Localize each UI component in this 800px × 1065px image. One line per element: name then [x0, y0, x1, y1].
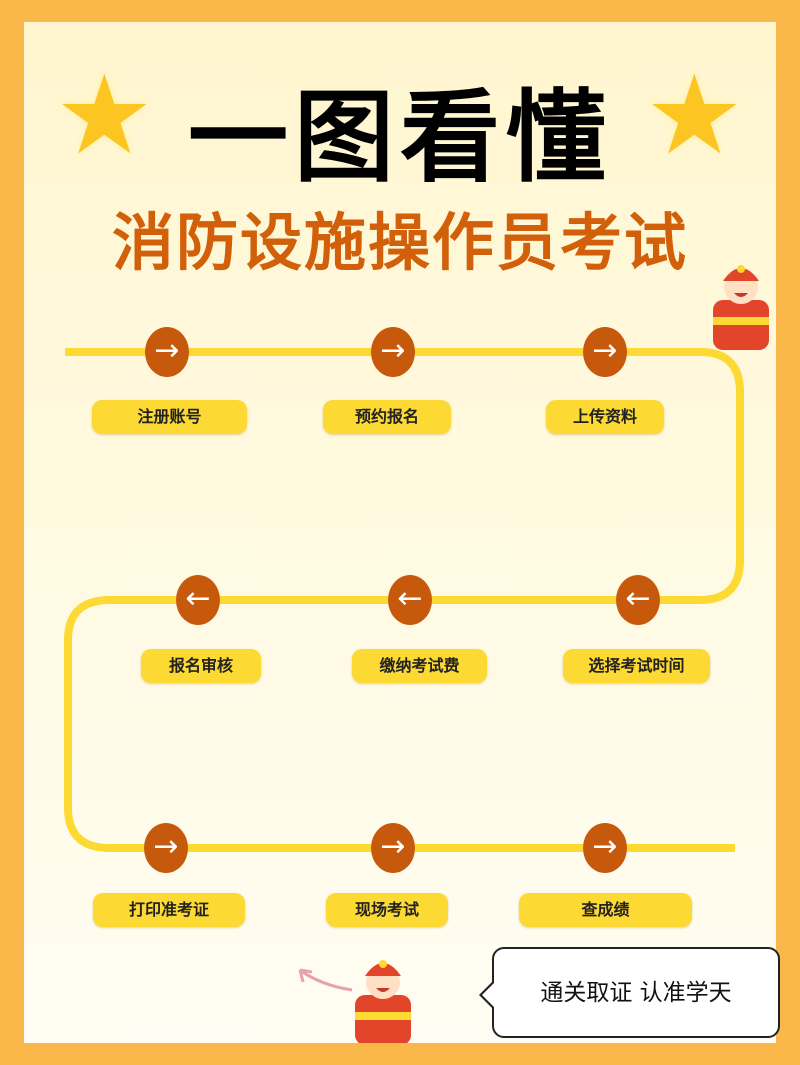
star-icon: ★ — [645, 51, 744, 179]
step-label: 查成绩 — [519, 893, 692, 927]
step-label: 缴纳考试费 — [352, 649, 487, 683]
firefighter-mascot — [355, 960, 411, 1043]
main-title: 一图看懂 — [188, 79, 612, 196]
step-label: 预约报名 — [323, 400, 451, 434]
arrow-left-icon: ← — [616, 575, 660, 625]
step-label: 报名审核 — [141, 649, 261, 683]
step-label: 上传资料 — [546, 400, 664, 434]
speech-bubble: 通关取证 认准学天 — [479, 947, 780, 1038]
star-icon: ★ — [55, 51, 154, 179]
arrow-left-icon: ← — [176, 575, 220, 625]
step-label: 打印准考证 — [93, 893, 245, 927]
arrow-right-icon: → — [144, 823, 188, 873]
step-label: 注册账号 — [92, 400, 247, 434]
arrow-right-icon: → — [371, 823, 415, 873]
bubble-text: 通关取证 认准学天 — [540, 980, 732, 1006]
arrow-right-icon: → — [583, 823, 627, 873]
background-panel — [24, 22, 776, 1043]
step-label: 选择考试时间 — [563, 649, 710, 683]
arrow-left-icon: ← — [388, 575, 432, 625]
arrow-right-icon: → — [145, 327, 189, 377]
arrow-right-icon: → — [583, 327, 627, 377]
firefighter-mascot — [713, 265, 769, 350]
step-label: 现场考试 — [326, 893, 448, 927]
subtitle: 消防设施操作员考试 — [111, 206, 688, 279]
arrow-right-icon: → — [371, 327, 415, 377]
